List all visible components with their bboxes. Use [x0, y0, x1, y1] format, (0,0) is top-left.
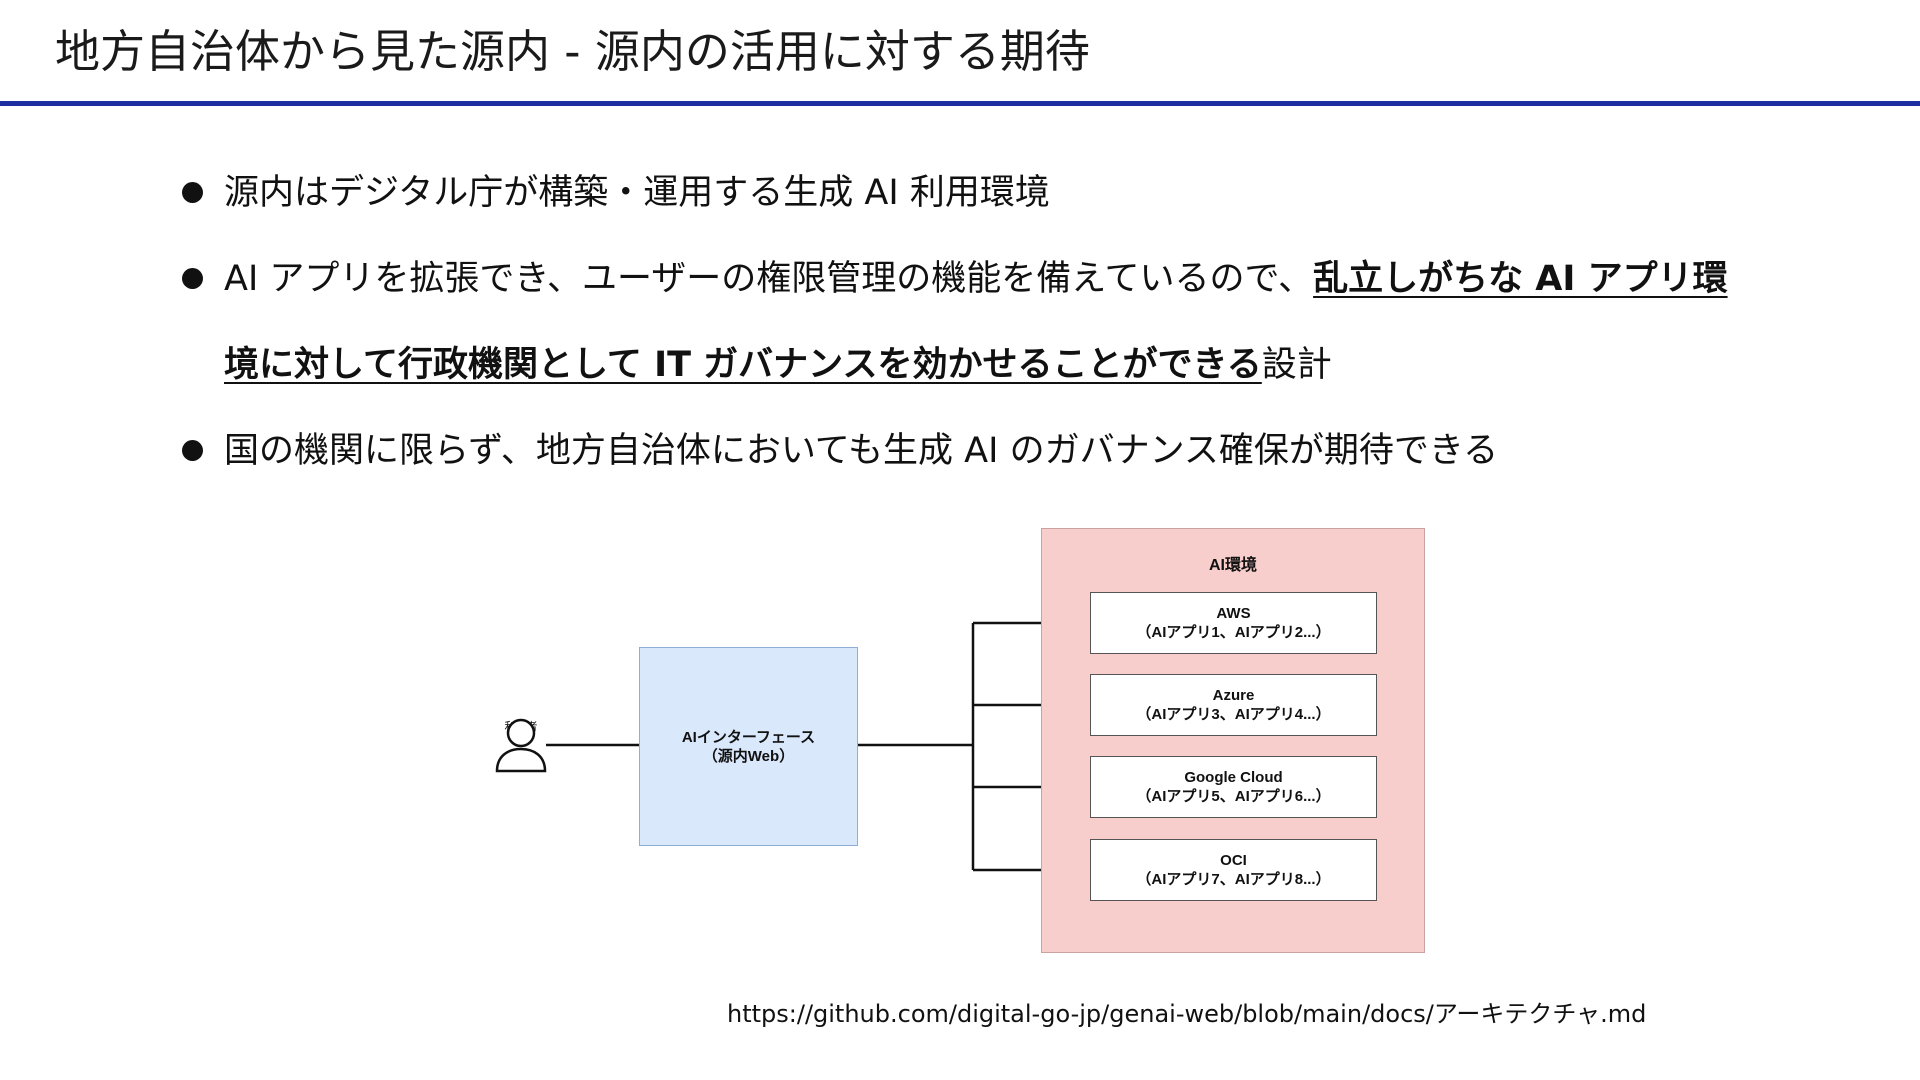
provider-apps: （AIアプリ7、AIアプリ8...）: [1136, 871, 1331, 888]
provider-box-aws: AWS （AIアプリ1、AIアプリ2...）: [1090, 592, 1377, 654]
provider-name: Google Cloud: [1184, 769, 1283, 786]
bullet-item: 国の機関に限らず、地方自治体においても生成 AI のガバナンス確保が期待できる: [182, 408, 1742, 494]
bullet-item: 源内はデジタル庁が構築・運用する生成 AI 利用環境: [182, 150, 1742, 236]
provider-apps: （AIアプリ1、AIアプリ2...）: [1136, 624, 1331, 641]
interface-title: AIインターフェース: [681, 728, 816, 746]
bullet-dot-icon: [182, 440, 203, 461]
bullet-emphasis: 乱立しがちな AI アプリ環境に対して行政機関として IT ガバナンスを効かせる…: [224, 259, 1728, 385]
provider-apps: （AIアプリ5、AIアプリ6...）: [1136, 788, 1331, 805]
bullet-text: AI アプリを拡張でき、ユーザーの権限管理の機能を備えているので、: [224, 259, 1314, 299]
source-url: https://github.com/digital-go-jp/genai-w…: [727, 1000, 1647, 1028]
title-divider: [0, 101, 1920, 106]
provider-apps: （AIアプリ3、AIアプリ4...）: [1136, 706, 1331, 723]
bullet-dot-icon: [182, 182, 203, 203]
provider-box-google-cloud: Google Cloud （AIアプリ5、AIアプリ6...）: [1090, 756, 1377, 818]
ai-interface-box: AIインターフェース （源内Web）: [639, 647, 858, 846]
bullet-text: 源内はデジタル庁が構築・運用する生成 AI 利用環境: [224, 173, 1050, 213]
interface-subtitle: （源内Web）: [702, 747, 795, 765]
slide-title: 地方自治体から見た源内 - 源内の活用に対する期待: [55, 25, 1090, 78]
bullet-list: 源内はデジタル庁が構築・運用する生成 AI 利用環境 AI アプリを拡張でき、ユ…: [182, 150, 1742, 494]
ai-environment-title: AI環境: [1208, 557, 1257, 574]
bullet-text-suffix: 設計: [1261, 345, 1332, 385]
person-icon: [495, 718, 547, 773]
user-actor: 利用者: [490, 716, 552, 773]
provider-name: AWS: [1216, 605, 1251, 622]
bullet-item: AI アプリを拡張でき、ユーザーの権限管理の機能を備えているので、乱立しがちな …: [182, 236, 1742, 408]
provider-name: OCI: [1220, 852, 1247, 869]
bullet-dot-icon: [182, 268, 203, 289]
provider-name: Azure: [1212, 687, 1255, 704]
provider-box-azure: Azure （AIアプリ3、AIアプリ4...）: [1090, 674, 1377, 736]
bullet-text: 国の機関に限らず、地方自治体においても生成 AI のガバナンス確保が期待できる: [224, 431, 1499, 471]
provider-box-oci: OCI （AIアプリ7、AIアプリ8...）: [1090, 839, 1377, 901]
